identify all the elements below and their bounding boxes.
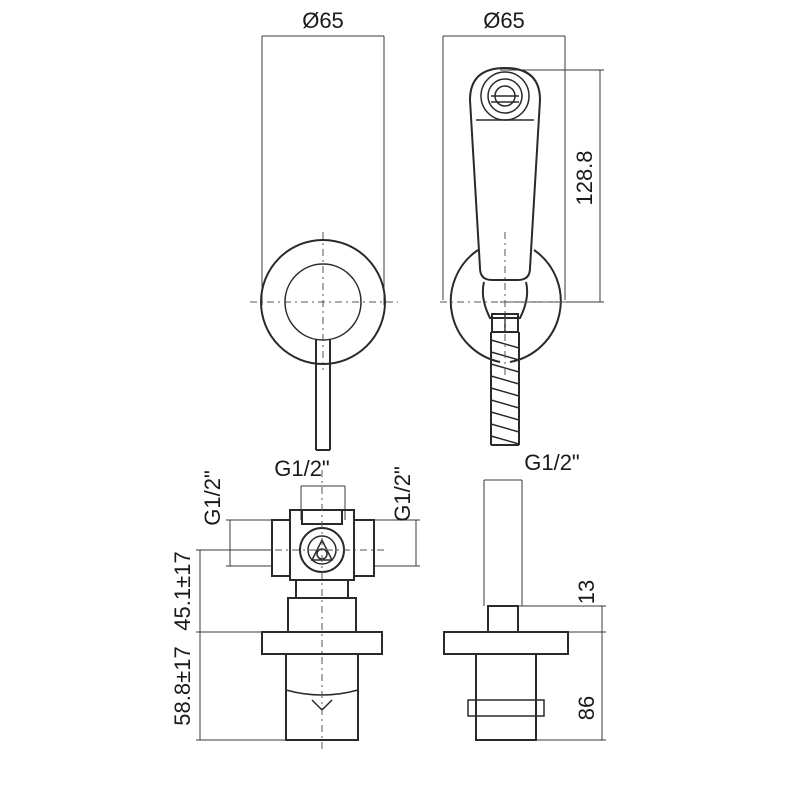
front-bottom-right-thread: G1/2" xyxy=(390,466,415,522)
front-bottom-lower-dim: 58.8±17 xyxy=(170,646,195,725)
front-bottom-top-thread: G1/2" xyxy=(274,456,330,481)
front-bottom-left-thread: G1/2" xyxy=(200,470,225,526)
side-bottom-upper-dim: 13 xyxy=(574,580,599,604)
front-top-width-label: Ø65 xyxy=(302,8,344,33)
side-bottom-lower-dim: 86 xyxy=(574,696,599,720)
front-view-valve: Ø65 xyxy=(250,8,398,451)
side-view-handshower: Ø65 128.8 xyxy=(440,8,604,446)
side-view-connection: G1/2" 13 86 xyxy=(443,450,606,741)
front-view-valve-body: G1/2" G1/2" G1/2" xyxy=(170,456,420,750)
side-top-width-label: Ø65 xyxy=(483,8,525,33)
side-bottom-top-thread: G1/2" xyxy=(524,450,580,475)
front-bottom-upper-dim: 45.1±17 xyxy=(170,551,195,630)
side-top-height-label: 128.8 xyxy=(572,150,597,205)
